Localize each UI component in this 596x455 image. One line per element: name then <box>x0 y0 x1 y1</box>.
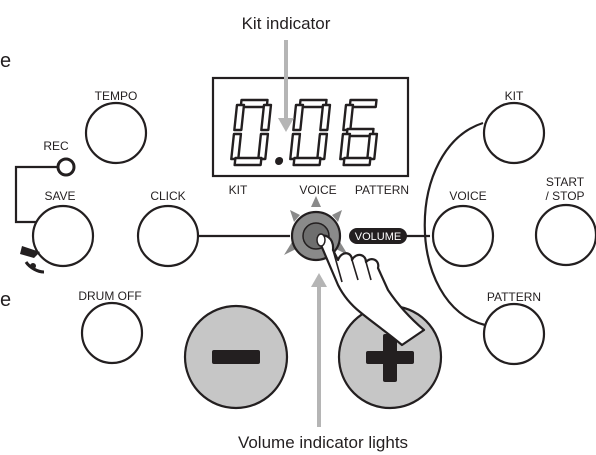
decimal-point <box>275 157 284 165</box>
pattern-label: PATTERN <box>487 290 541 304</box>
volume-badge-label: VOLUME <box>355 231 401 243</box>
edge-letter: e <box>0 50 11 72</box>
save-button[interactable] <box>31 204 95 268</box>
mode-arc-line <box>423 121 486 327</box>
foot-pedal-icon <box>20 246 45 274</box>
kit-label: KIT <box>505 89 524 103</box>
volume-indicator-callout: Volume indicator lights <box>238 433 408 452</box>
click-button[interactable] <box>136 204 200 268</box>
pattern-button[interactable] <box>482 302 546 366</box>
tempo-label: TEMPO <box>95 89 138 103</box>
display-label-pattern: PATTERN <box>355 183 409 197</box>
tempo-button[interactable] <box>84 101 148 165</box>
drum-off-label: DRUM OFF <box>78 289 141 303</box>
volume-badge <box>349 228 407 244</box>
digit-6 <box>339 98 379 167</box>
volume-indicator-arrow <box>311 273 327 287</box>
rec-link-line <box>14 165 57 224</box>
kit-button[interactable] <box>482 101 546 165</box>
start-stop-button[interactable] <box>534 203 596 267</box>
lcd-digits <box>230 98 379 167</box>
display-label-voice: VOICE <box>299 183 336 197</box>
minus-icon <box>212 350 260 364</box>
voice-button[interactable] <box>431 204 495 268</box>
click-label: CLICK <box>150 189 185 203</box>
plus-icon <box>366 334 414 382</box>
start-stop-label: / STOP <box>545 189 584 203</box>
digit-0 <box>289 98 332 167</box>
save-label: SAVE <box>44 189 75 203</box>
digit-0 <box>230 98 273 167</box>
edge-letter: e <box>0 289 11 311</box>
display-label-kit: KIT <box>229 183 248 197</box>
start-stop-label: START <box>546 175 585 189</box>
kit-indicator-arrow <box>278 118 294 132</box>
rec-label: REC <box>43 139 69 153</box>
hand-icon <box>316 233 426 347</box>
kit-indicator-callout: Kit indicator <box>242 14 331 33</box>
rec-indicator-light <box>56 157 76 177</box>
drum-off-button[interactable] <box>80 301 144 365</box>
voice-label: VOICE <box>449 189 486 203</box>
